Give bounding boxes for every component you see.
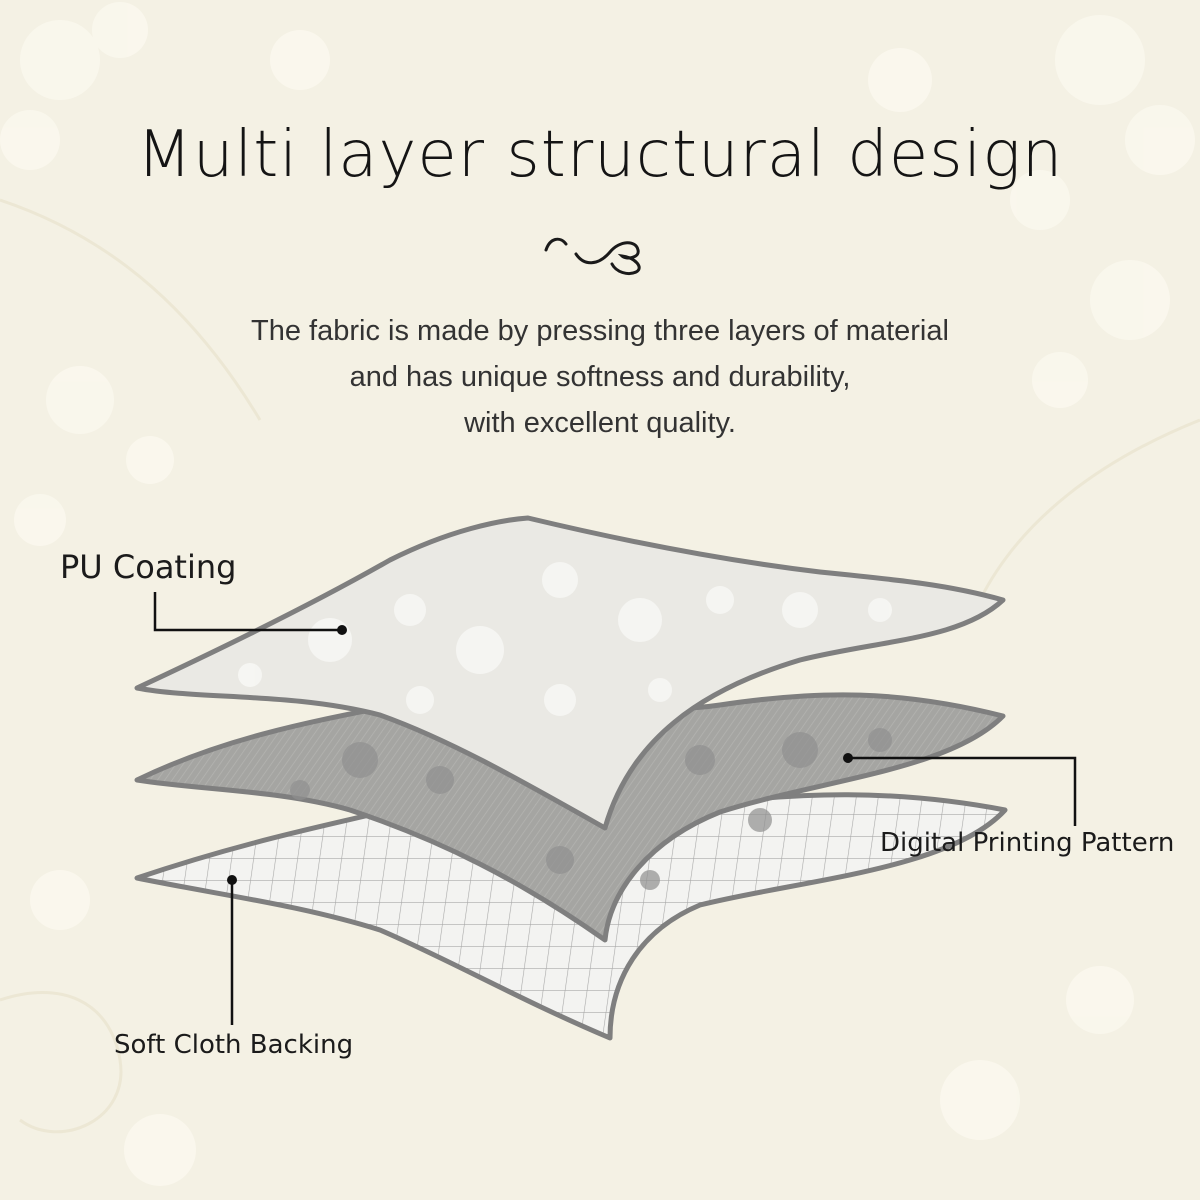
digital-printing-dot	[843, 753, 853, 763]
soft-cloth-dot	[227, 875, 237, 885]
flourish-ornament-icon	[544, 237, 641, 276]
description-line-3: with excellent quality.	[464, 407, 736, 439]
description: The fabric is made by pressing three lay…	[0, 308, 1200, 446]
pu-coating-dot	[337, 625, 347, 635]
pu-coating-label: PU Coating	[60, 548, 237, 586]
pu-coating-layer	[134, 515, 1006, 831]
page-title: Multi layer structural design	[136, 118, 1064, 192]
soft-cloth-label: Soft Cloth Backing	[114, 1030, 354, 1060]
digital-printing-leader-line	[848, 756, 1077, 826]
description-line-2: and has unique softness and durability,	[349, 361, 851, 393]
digital-printing-label: Digital Printing Pattern	[880, 828, 1175, 858]
pu-coating-leader-line	[153, 592, 342, 632]
description-line-1: The fabric is made by pressing three lay…	[251, 315, 949, 347]
